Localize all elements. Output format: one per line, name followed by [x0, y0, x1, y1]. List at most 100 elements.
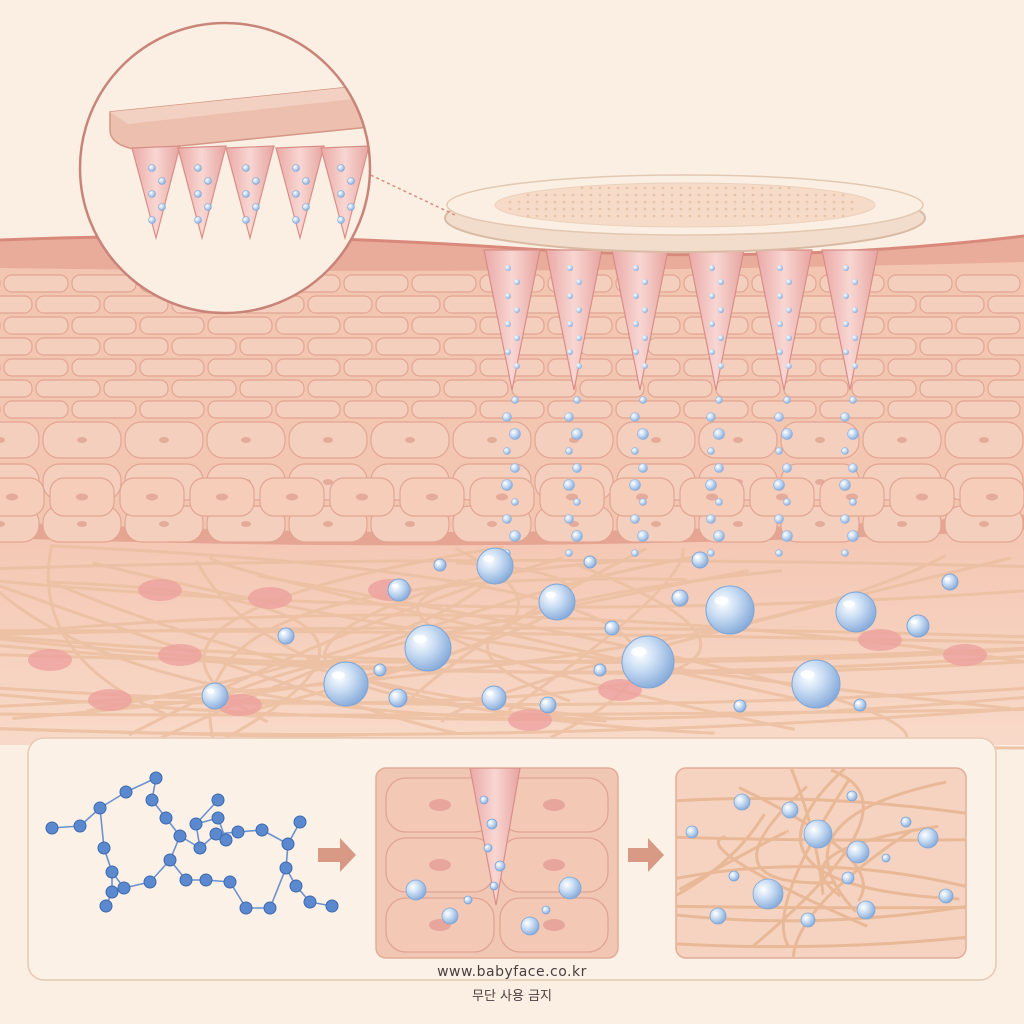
mesh-dot [670, 193, 674, 197]
mesh-dot [823, 214, 827, 218]
mesh-dot [598, 193, 602, 197]
molecule-node [303, 895, 317, 909]
water-droplet-icon [705, 585, 755, 635]
water-droplet-icon [938, 888, 954, 904]
epidermal-cell [887, 358, 953, 377]
zoom-droplet [337, 190, 345, 198]
mesh-dot [724, 214, 728, 218]
epidermal-cell [35, 295, 101, 314]
zoom-needle [177, 145, 227, 241]
water-droplet-icon [277, 627, 295, 645]
collagen-fiber [0, 706, 1024, 737]
mesh-dot [670, 200, 674, 204]
mesh-dot [787, 186, 791, 190]
water-droplet-icon [476, 547, 514, 585]
trail-droplet [564, 412, 574, 422]
trail-droplet [637, 530, 649, 542]
epidermal-cell [411, 400, 477, 419]
needle-droplet [576, 279, 582, 285]
epidermal-cell [987, 379, 1024, 398]
mesh-dot [661, 214, 665, 218]
cell-nucleus [897, 437, 907, 443]
water-droplet-icon [752, 878, 784, 910]
mesh-dot [580, 193, 584, 197]
water-droplet-icon [835, 591, 877, 633]
mesh-dot [742, 186, 746, 190]
mesh-dot [661, 193, 665, 197]
molecule-node [193, 841, 207, 855]
epidermal-cell [887, 400, 953, 419]
mesh-dot [562, 193, 566, 197]
trail-droplet [637, 428, 649, 440]
trail-droplet [639, 498, 647, 506]
trail-droplet [715, 396, 723, 404]
zoom-droplet [337, 164, 345, 172]
cell-nucleus [733, 521, 743, 527]
mesh-dot [823, 200, 827, 204]
cell-nucleus [986, 493, 998, 501]
trail-droplet [849, 498, 857, 506]
molecule-node [73, 819, 87, 833]
water-droplet-icon [583, 555, 597, 569]
molecule-node [279, 861, 293, 875]
mesh-dot [841, 207, 845, 211]
needle-droplet [843, 265, 849, 271]
needle-droplet [642, 307, 648, 313]
trail-droplet [848, 463, 858, 473]
mesh-dot [697, 207, 701, 211]
droplet-highlight [586, 558, 590, 561]
molecule-node [239, 901, 253, 915]
water-droplet-icon [846, 840, 870, 864]
water-droplet-icon [558, 876, 582, 900]
dermal-cell [598, 679, 642, 701]
mesh-dot [652, 207, 656, 211]
mesh-dot [661, 186, 665, 190]
dermal-cell [248, 587, 292, 609]
mesh-dot [751, 200, 755, 204]
droplet-highlight [856, 701, 860, 704]
needle-droplet [852, 363, 858, 369]
cell-nucleus [733, 437, 743, 443]
epidermal-cell [851, 337, 917, 356]
mesh-dot [526, 200, 530, 204]
trail-droplet [773, 479, 785, 491]
trail-droplet [840, 412, 850, 422]
cell-nucleus [216, 493, 228, 501]
mesh-dot [706, 200, 710, 204]
water-droplet-icon [481, 685, 507, 711]
arrow-right-icon [628, 838, 664, 872]
mesh-dot [697, 200, 701, 204]
mesh-dot [562, 207, 566, 211]
trail-droplet [849, 396, 857, 404]
mesh-dot [832, 207, 836, 211]
molecule-node [149, 771, 163, 785]
mesh-dot [562, 214, 566, 218]
mesh-dot [760, 200, 764, 204]
epidermal-cell [547, 400, 613, 419]
trail-droplet [847, 428, 859, 440]
epidermal-cell [343, 358, 409, 377]
mesh-dot [535, 214, 539, 218]
epidermal-cell [411, 316, 477, 335]
molecule-bond [99, 807, 105, 849]
epidermal-cell [411, 274, 477, 293]
mesh-dot [616, 200, 620, 204]
zoom-droplet [292, 216, 300, 224]
zoom-droplet [194, 216, 202, 224]
needle-droplet [642, 363, 648, 369]
needle-droplet [852, 335, 858, 341]
water-droplet-icon [691, 551, 709, 569]
water-droplet-icon [494, 860, 506, 872]
mesh-dot [724, 186, 728, 190]
mesh-dot [679, 193, 683, 197]
trail-droplet [571, 428, 583, 440]
collagen-fiber [0, 686, 1024, 707]
epidermal-cell [239, 337, 305, 356]
needle-droplet [718, 307, 724, 313]
trail-droplet [781, 530, 793, 542]
water-droplet-icon [388, 688, 408, 708]
zoom-droplet [204, 203, 212, 211]
water-droplet-icon [433, 558, 447, 572]
mesh-dot [751, 186, 755, 190]
